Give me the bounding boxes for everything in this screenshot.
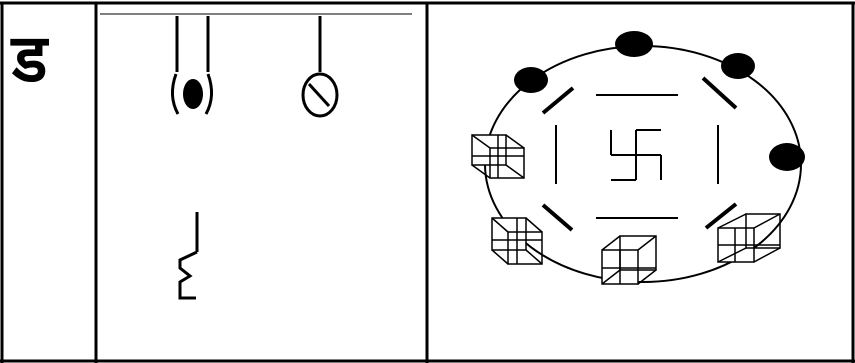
swastika-icon	[610, 129, 662, 181]
cube-bottom-left-icon	[491, 217, 543, 265]
hook-glyph-icon	[178, 212, 199, 300]
planet-upper-left	[514, 67, 548, 93]
swirl-pendant-icon	[301, 16, 339, 118]
inner-octagon	[541, 76, 738, 232]
cube-bottom-right-icon	[717, 213, 781, 263]
letter-cell: ड	[0, 0, 96, 363]
filled-pendant-icon	[171, 16, 213, 115]
cube-left-icon	[471, 134, 525, 179]
planet-upper-right	[721, 53, 755, 79]
planet-right	[769, 143, 805, 171]
cube-bottom-icon	[601, 235, 657, 285]
devanagari-letter: ड	[12, 20, 48, 97]
planet-top	[615, 31, 653, 57]
